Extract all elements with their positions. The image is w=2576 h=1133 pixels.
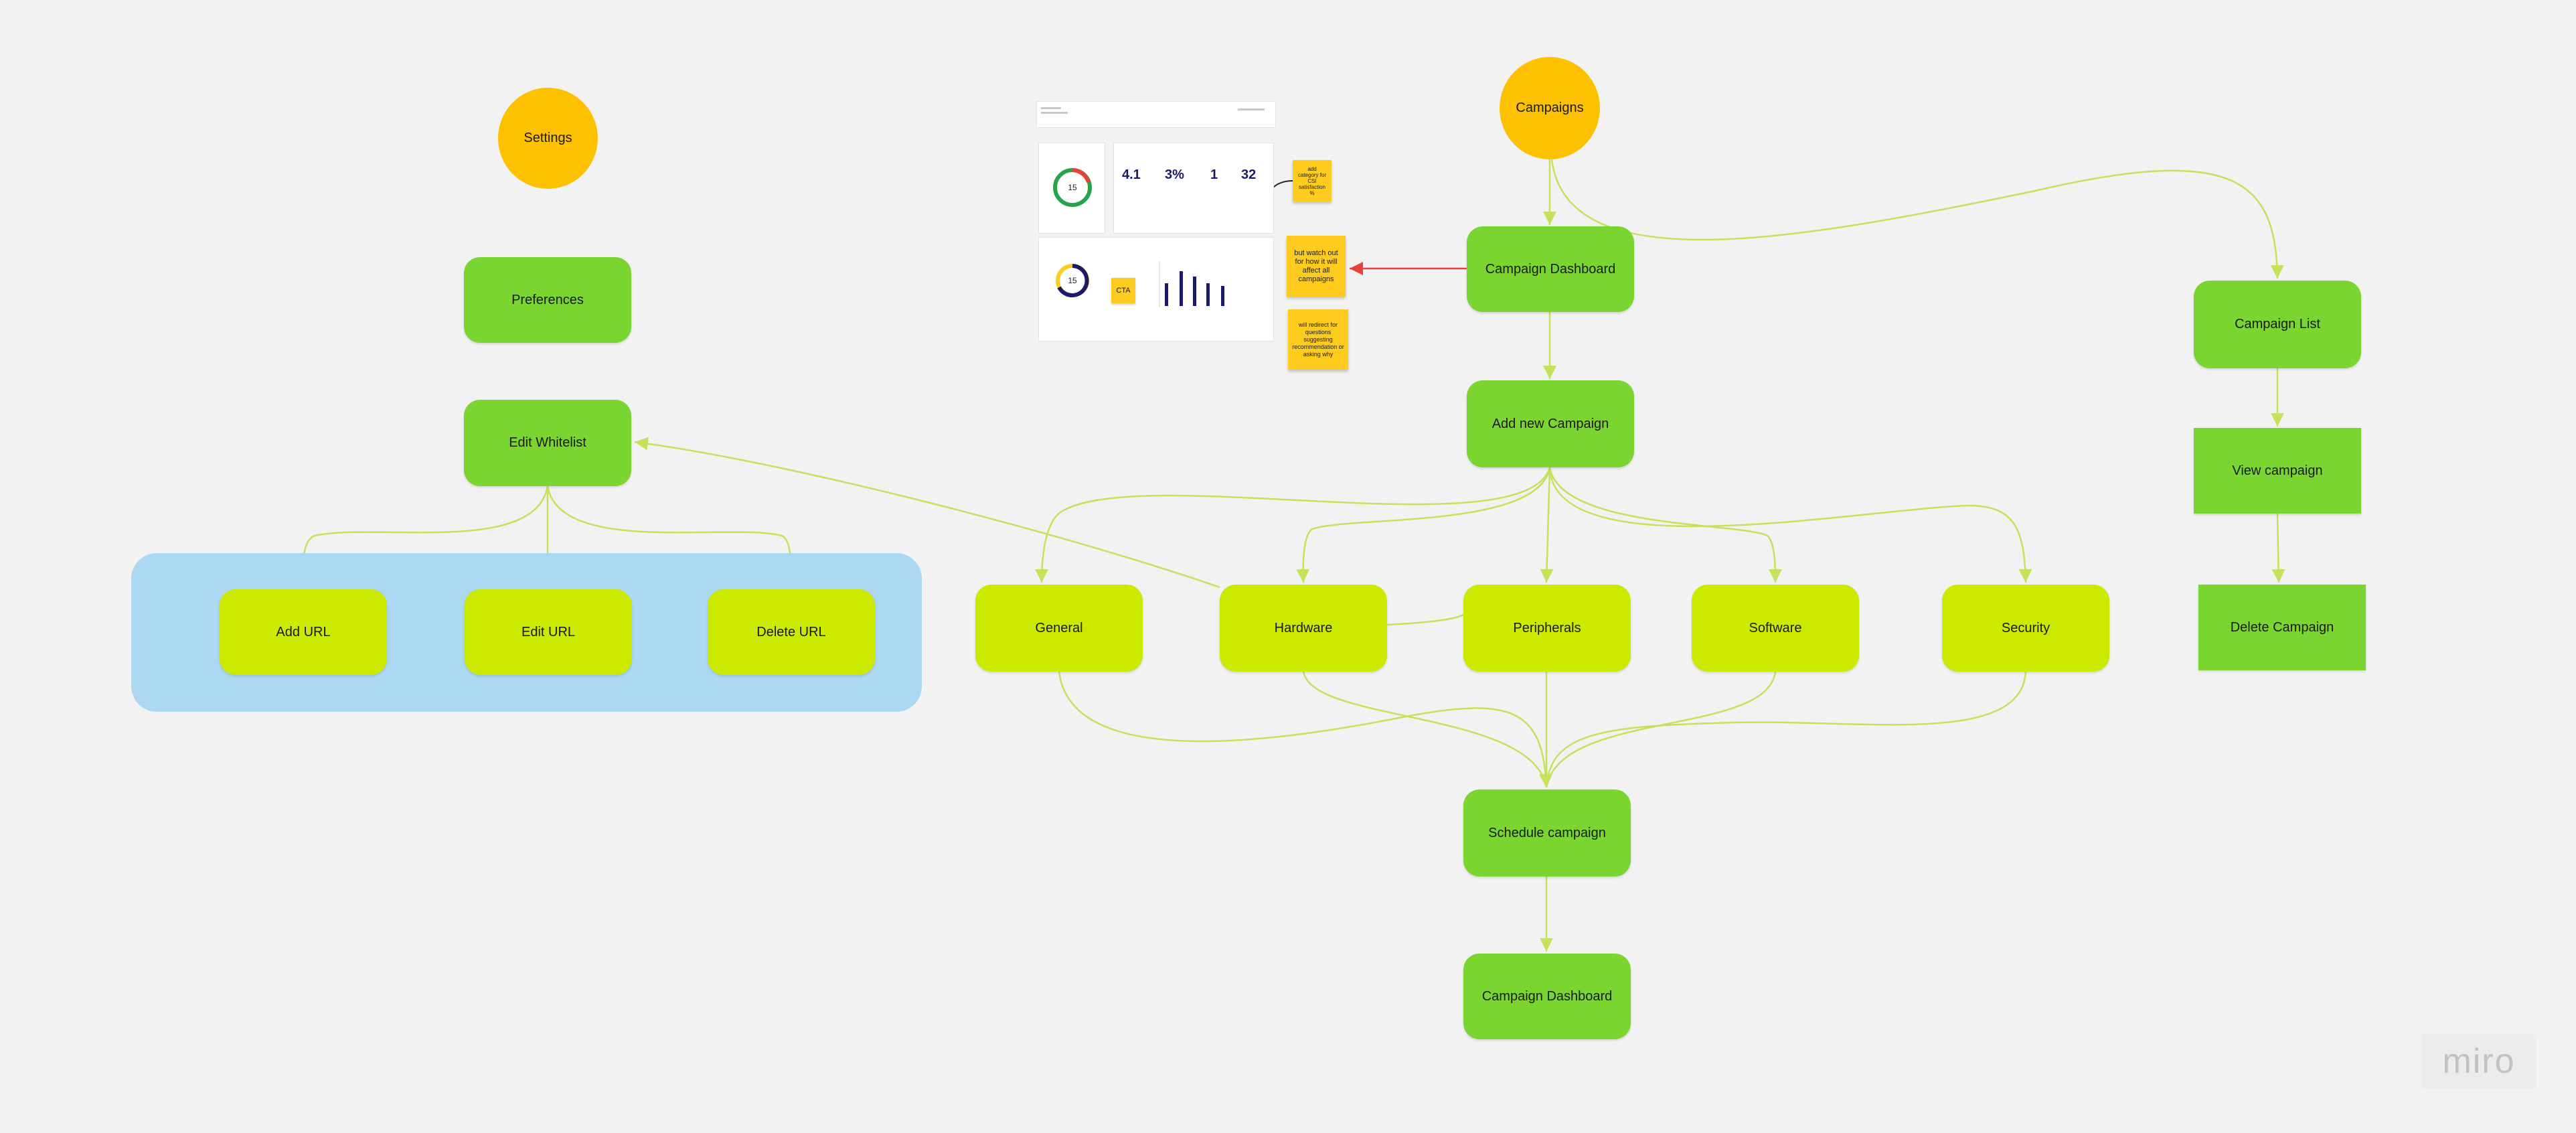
general-label: General [1035, 620, 1083, 635]
preferences-label: Preferences [511, 292, 584, 307]
campaign-list-label: Campaign List [2235, 317, 2320, 331]
connector-addnew-peripherals [1540, 467, 1554, 583]
view-campaign-node[interactable]: View campaign [2194, 428, 2361, 514]
delete-url-node[interactable]: Delete URL [708, 589, 875, 675]
connector-addnew-hardware [1296, 467, 1551, 583]
hardware-label: Hardware [1274, 620, 1333, 635]
metric-percent: 3% [1165, 167, 1184, 182]
miro-logo: miro [2421, 1034, 2537, 1089]
placeholder-line [1238, 108, 1265, 110]
security-label: Security [2001, 620, 2050, 635]
edit-whitelist-label: Edit Whitelist [509, 435, 586, 450]
sticky-note-category-text: add category for CSI satisfaction % [1297, 165, 1327, 196]
general-node[interactable]: General [975, 585, 1143, 672]
dashboard-screenshot-image[interactable]: 15 4.1 3% 1 32 15 CTA [1036, 101, 1276, 342]
connector-hardware-whitelist [634, 437, 1220, 589]
connector-hardware-peripherals [1386, 613, 1464, 626]
metric-rating: 4.1 [1122, 167, 1141, 182]
sticky-note-redirect-text: will redirect for questions suggesting r… [1292, 321, 1344, 358]
campaign-dashboard-top-node[interactable]: Campaign Dashboard [1467, 226, 1634, 312]
cta-label: CTA [1116, 287, 1131, 295]
campaign-dashboard-bottom-node[interactable]: Campaign Dashboard [1463, 954, 1631, 1039]
hardware-node[interactable]: Hardware [1220, 585, 1387, 672]
delete-campaign-label: Delete Campaign [2230, 619, 2334, 635]
bar-chart: 15 [1056, 262, 1224, 307]
connector-view-delete [2271, 513, 2285, 583]
connector-software-schedule [1545, 671, 1777, 788]
add-url-label: Add URL [276, 624, 331, 639]
connector-campaigns-list [1550, 159, 2284, 279]
settings-label: Settings [524, 131, 572, 145]
campaign-list-node[interactable]: Campaign List [2194, 281, 2361, 368]
placeholder-line [1041, 107, 1061, 109]
connector-addnew-security [1548, 467, 2032, 583]
edit-url-label: Edit URL [521, 624, 576, 639]
campaigns-label: Campaigns [1516, 100, 1584, 115]
miro-logo-text: miro [2442, 1042, 2516, 1081]
gauge-value: 15 [1068, 183, 1077, 192]
campaign-dashboard-bottom-label: Campaign Dashboard [1481, 988, 1613, 1004]
connector-hardware-schedule [1302, 671, 1548, 788]
metric-count: 1 [1210, 167, 1218, 182]
screenshot-header [1036, 101, 1276, 128]
add-url-node[interactable]: Add URL [220, 589, 387, 675]
donut-value: 15 [1068, 276, 1077, 285]
settings-node[interactable]: Settings [498, 88, 598, 189]
peripherals-label: Peripherals [1513, 620, 1581, 635]
add-new-campaign-label: Add new Campaign [1492, 416, 1609, 431]
chart-panel: 15 [1038, 237, 1274, 342]
sticky-note-watch-text: but watch out for how it will affect all… [1294, 248, 1338, 283]
metric-total: 32 [1241, 167, 1257, 182]
sticky-note-redirect[interactable]: will redirect for questions suggesting r… [1288, 309, 1348, 370]
view-campaign-label: View campaign [2232, 463, 2323, 478]
connector-addnew-software [1548, 467, 1782, 583]
connector-addnew-general [1035, 467, 1551, 583]
connector-security-schedule [1545, 671, 2027, 788]
edit-url-node[interactable]: Edit URL [465, 589, 632, 675]
add-new-campaign-node[interactable]: Add new Campaign [1467, 380, 1634, 467]
security-node[interactable]: Security [1942, 585, 2109, 672]
preferences-node[interactable]: Preferences [464, 257, 631, 343]
sticky-note-category[interactable]: add category for CSI satisfaction % [1293, 160, 1332, 202]
placeholder-line [1041, 112, 1068, 114]
metrics-panel: 4.1 3% 1 32 [1113, 143, 1274, 234]
sticky-note-watch[interactable]: but watch out for how it will affect all… [1287, 236, 1346, 297]
connector-general-schedule [1058, 671, 1553, 788]
satisfaction-panel: 15 [1038, 143, 1105, 234]
campaign-dashboard-top-label: Campaign Dashboard [1485, 261, 1616, 277]
peripherals-node[interactable]: Peripherals [1463, 585, 1631, 672]
schedule-campaign-label: Schedule campaign [1488, 825, 1606, 840]
gauge-chart: 15 [1053, 168, 1092, 207]
delete-url-label: Delete URL [756, 624, 826, 639]
cta-sticky[interactable]: CTA [1111, 278, 1135, 303]
software-node[interactable]: Software [1692, 585, 1859, 672]
schedule-campaign-node[interactable]: Schedule campaign [1463, 789, 1631, 877]
edit-whitelist-node[interactable]: Edit Whitelist [464, 400, 631, 486]
software-label: Software [1749, 620, 1802, 635]
campaigns-node[interactable]: Campaigns [1500, 57, 1600, 159]
delete-campaign-node[interactable]: Delete Campaign [2198, 585, 2366, 670]
